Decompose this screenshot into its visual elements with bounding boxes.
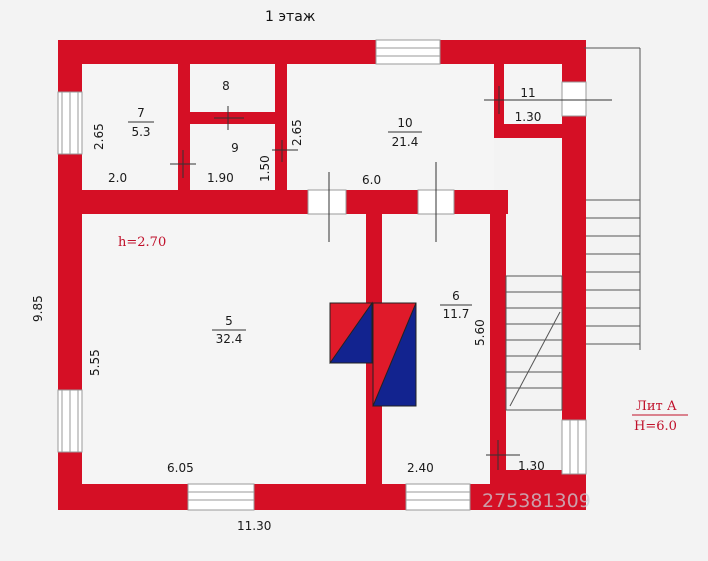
dim-room9-height: 1.50	[258, 155, 272, 182]
dim-total-width: 11.30	[237, 519, 271, 533]
room-6-area: 11.7	[443, 307, 470, 321]
door-markers	[170, 86, 612, 470]
stove-left	[329, 301, 373, 364]
dim-room6-height: 5.60	[473, 319, 487, 346]
dim-total-height: 9.85	[31, 295, 45, 322]
lit-block: Лит А H=6.0	[632, 399, 688, 434]
dim-room7-height: 2.65	[92, 123, 106, 150]
room-5-number: 5	[225, 314, 233, 328]
room-7-number: 7	[137, 106, 145, 120]
rooms-floor	[82, 64, 562, 484]
dimension-labels: 2.65 2.0 1.90 1.50 2.65 6.0 9.85 5.55 6.…	[31, 119, 545, 533]
ceiling-height: h=2.70	[118, 235, 166, 250]
room-5-area: 32.4	[216, 332, 243, 346]
lit-line2: H=6.0	[634, 419, 677, 434]
room-11-number: 11	[520, 86, 535, 100]
dim-room6-width: 2.40	[407, 461, 434, 475]
room-10-area: 21.4	[392, 135, 419, 149]
window-mullions	[61, 47, 579, 501]
dim-room5-width: 6.05	[167, 461, 194, 475]
room-7-area: 5.3	[131, 125, 150, 139]
room-11-area: 1.30	[515, 110, 542, 124]
dim-room10-width: 6.0	[362, 173, 381, 187]
room-9-number: 9	[231, 141, 239, 155]
dim-room5-height: 5.55	[88, 349, 102, 376]
dim-room7-width: 2.0	[108, 171, 127, 185]
dim-room9-width: 1.90	[207, 171, 234, 185]
lit-line1: Лит А	[636, 399, 677, 414]
room-6-number: 6	[452, 289, 460, 303]
room-10-number: 10	[397, 116, 412, 130]
watermark-text: 275381309	[482, 490, 591, 512]
dim-room10-height: 2.65	[290, 119, 304, 146]
room-8-number: 8	[222, 79, 230, 93]
dim-stair-width: 1.30	[518, 459, 545, 473]
stove-right	[372, 302, 417, 407]
staircase	[505, 47, 641, 411]
floor-title: 1 этаж	[265, 9, 316, 25]
room-labels: 7 5.3 8 9 10 21.4 11 1.30 5 32.4 6 11.7	[128, 79, 541, 346]
